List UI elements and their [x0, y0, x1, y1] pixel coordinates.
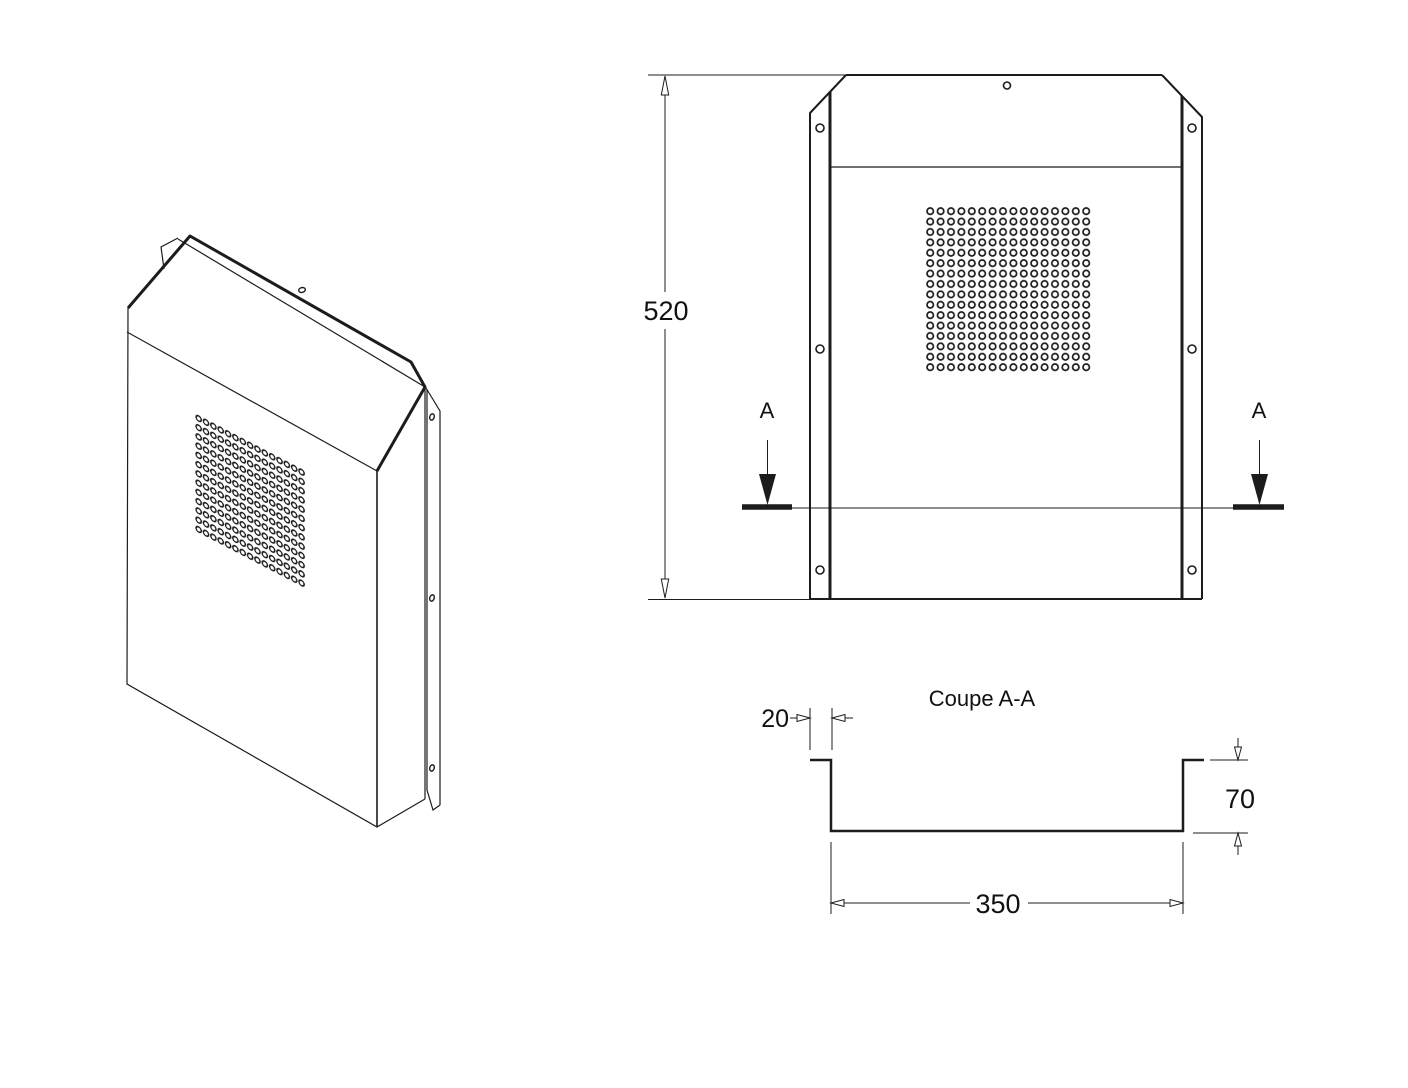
depth-dim-label: 70 [1225, 784, 1255, 814]
front-top-hole [1002, 81, 1012, 90]
flange-dim-arrow-left [796, 713, 812, 723]
section-marker-right-label: A [1252, 398, 1267, 423]
flange-dim-arrow-right [830, 713, 846, 723]
height-dim-arrow-top [660, 75, 670, 96]
isometric-view [126, 234, 441, 828]
iso-outline-edges [126, 237, 426, 828]
section-arrow-right [1251, 474, 1268, 505]
front-screw-holes [815, 81, 1197, 575]
front-perforation-grid [925, 206, 1092, 373]
front-right-flange-hole-middle [1187, 344, 1197, 354]
iso-ridge-edges [126, 234, 427, 472]
section-view-title: Coupe A-A [929, 686, 1036, 711]
front-right-flange-hole-bottom [1187, 565, 1197, 575]
front-view [809, 74, 1203, 600]
front-outline [809, 74, 1203, 600]
front-left-flange-hole-bottom [815, 565, 825, 575]
front-left-flange-hole-top [815, 123, 825, 133]
depth-dim-arrow-bottom [1233, 831, 1243, 847]
section-cut-line: A A [742, 398, 1284, 510]
depth-dim-arrow-top [1233, 746, 1243, 762]
width-dim-extension-lines [830, 842, 1184, 914]
iso-mounting-flange [425, 387, 441, 811]
section-arrow-left [759, 474, 776, 505]
width-dimension-350: 350 [829, 842, 1185, 919]
iso-hood-hole [297, 286, 307, 294]
section-marker-left-label: A [760, 398, 775, 423]
width-dim-arrow-left [829, 898, 845, 908]
section-profile [810, 758, 1204, 833]
depth-dim-extension-lines [1193, 759, 1248, 834]
height-dim-extension-lines [648, 74, 850, 600]
iso-flange-hole-top [428, 413, 436, 421]
front-panel-edges [828, 92, 1184, 599]
iso-flange-hole-middle [428, 594, 436, 602]
iso-flange-hole-bottom [428, 764, 436, 772]
section-arrow-tails [767, 440, 1260, 474]
flange-dimension-20: 20 [761, 705, 853, 750]
front-left-flange-hole-middle [815, 344, 825, 354]
section-view: Coupe A-A 20 70 350 [761, 686, 1255, 919]
flange-dim-label: 20 [761, 705, 789, 733]
iso-perforation-grid [195, 412, 306, 590]
depth-dimension-70: 70 [1193, 738, 1255, 855]
width-dim-label: 350 [975, 889, 1020, 919]
iso-screw-holes [297, 286, 436, 772]
width-dim-arrow-right [1169, 898, 1185, 908]
height-dimension-520: 520 [643, 74, 850, 600]
height-dim-arrow-bottom [660, 578, 670, 599]
flange-dim-extension-lines [809, 708, 833, 750]
front-right-flange-hole-top [1187, 123, 1197, 133]
height-dim-label: 520 [643, 296, 688, 326]
